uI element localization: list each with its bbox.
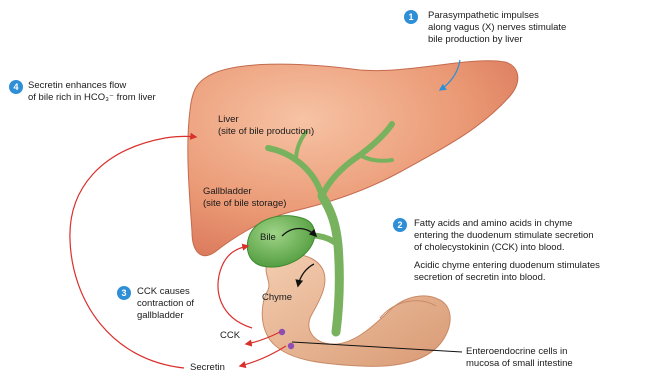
secretin-label: Secretin — [190, 362, 225, 374]
step-2-line-2: entering the duodenum stimulate secretio… — [414, 230, 594, 242]
step-2-line-3: of cholecystokinin (CCK) into blood. — [414, 242, 565, 254]
cck-arrow-to-gallbladder — [218, 246, 252, 328]
step-2-line-1: Fatty acids and amino acids in chyme — [414, 218, 572, 230]
step-1-line-3: bile production by liver — [428, 34, 523, 46]
liver-label: Liver — [218, 114, 239, 126]
step-2-badge: 2 — [393, 218, 407, 232]
step-1-line-1: Parasympathetic impulses — [428, 10, 539, 22]
step-1-badge: 1 — [404, 10, 418, 24]
step-3-badge: 3 — [117, 286, 131, 300]
step-2-extra-line-2: secretion of secretin into blood. — [414, 272, 546, 284]
cck-label: CCK — [220, 330, 240, 342]
bile-label: Bile — [260, 232, 276, 244]
enteroendocrine-label-line-2: mucosa of small intestine — [466, 358, 573, 370]
secretin-arrow-to-liver — [70, 136, 196, 368]
chyme-label: Chyme — [262, 292, 292, 304]
liver-sublabel: (site of bile production) — [218, 126, 314, 138]
step-3-line-1: CCK causes — [137, 286, 190, 298]
gallbladder-sublabel: (site of bile storage) — [203, 198, 286, 210]
step-3-line-2: contraction of — [137, 298, 194, 310]
step-3-line-3: gallbladder — [137, 310, 183, 322]
step-4-line-2: of bile rich in HCO₃⁻ from liver — [28, 92, 156, 104]
step-1-line-2: along vagus (X) nerves stimulate — [428, 22, 566, 34]
step-4-line-1: Secretin enhances flow — [28, 80, 126, 92]
enteroendocrine-cell-2 — [288, 343, 294, 349]
step-2-extra-line-1: Acidic chyme entering duodenum stimulate… — [414, 260, 600, 272]
enteroendocrine-label-line-1: Enteroendocrine cells in — [466, 346, 567, 358]
step-4-badge: 4 — [9, 80, 23, 94]
gallbladder-label: Gallbladder — [203, 186, 252, 198]
